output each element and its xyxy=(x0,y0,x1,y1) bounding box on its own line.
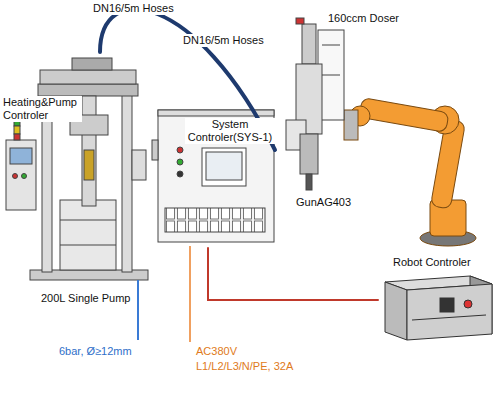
annotation: 6bar, Ø≥12mm xyxy=(58,345,133,358)
node-label: System Controler(SYS-1) xyxy=(185,118,275,144)
robot-controller-cabinet xyxy=(385,276,492,340)
doser-node: 160ccm DoserGunAG403 xyxy=(275,8,360,226)
annotation: DN16/5m Hoses xyxy=(182,34,265,47)
robot-controller-node: Robot Controler xyxy=(378,252,496,344)
edge-label: DN16/5m Hoses xyxy=(92,2,175,15)
gun-doser xyxy=(286,18,344,190)
node-label: 200L Single Pump xyxy=(40,292,132,305)
node-label: Robot Controler xyxy=(392,256,472,269)
power-line xyxy=(189,246,191,342)
node-label: Heating&Pump Controler xyxy=(2,96,82,122)
annotation: AC380V xyxy=(195,345,238,358)
node-label: GunAG403 xyxy=(295,196,352,209)
system-controller xyxy=(152,110,274,242)
node-label: 160ccm Doser xyxy=(327,12,400,25)
hose xyxy=(100,9,275,150)
signal-cable xyxy=(208,248,378,300)
pump-unit-node: Heating&Pump Controler 200L Single Pump xyxy=(2,52,152,314)
robot-arm xyxy=(344,98,476,246)
air-line xyxy=(137,280,139,340)
annotation: L1/L2/L3/N/PE, 32A xyxy=(195,360,294,373)
pump-unit xyxy=(6,58,148,280)
system-controller-node: System Controler(SYS-1) xyxy=(155,108,277,248)
